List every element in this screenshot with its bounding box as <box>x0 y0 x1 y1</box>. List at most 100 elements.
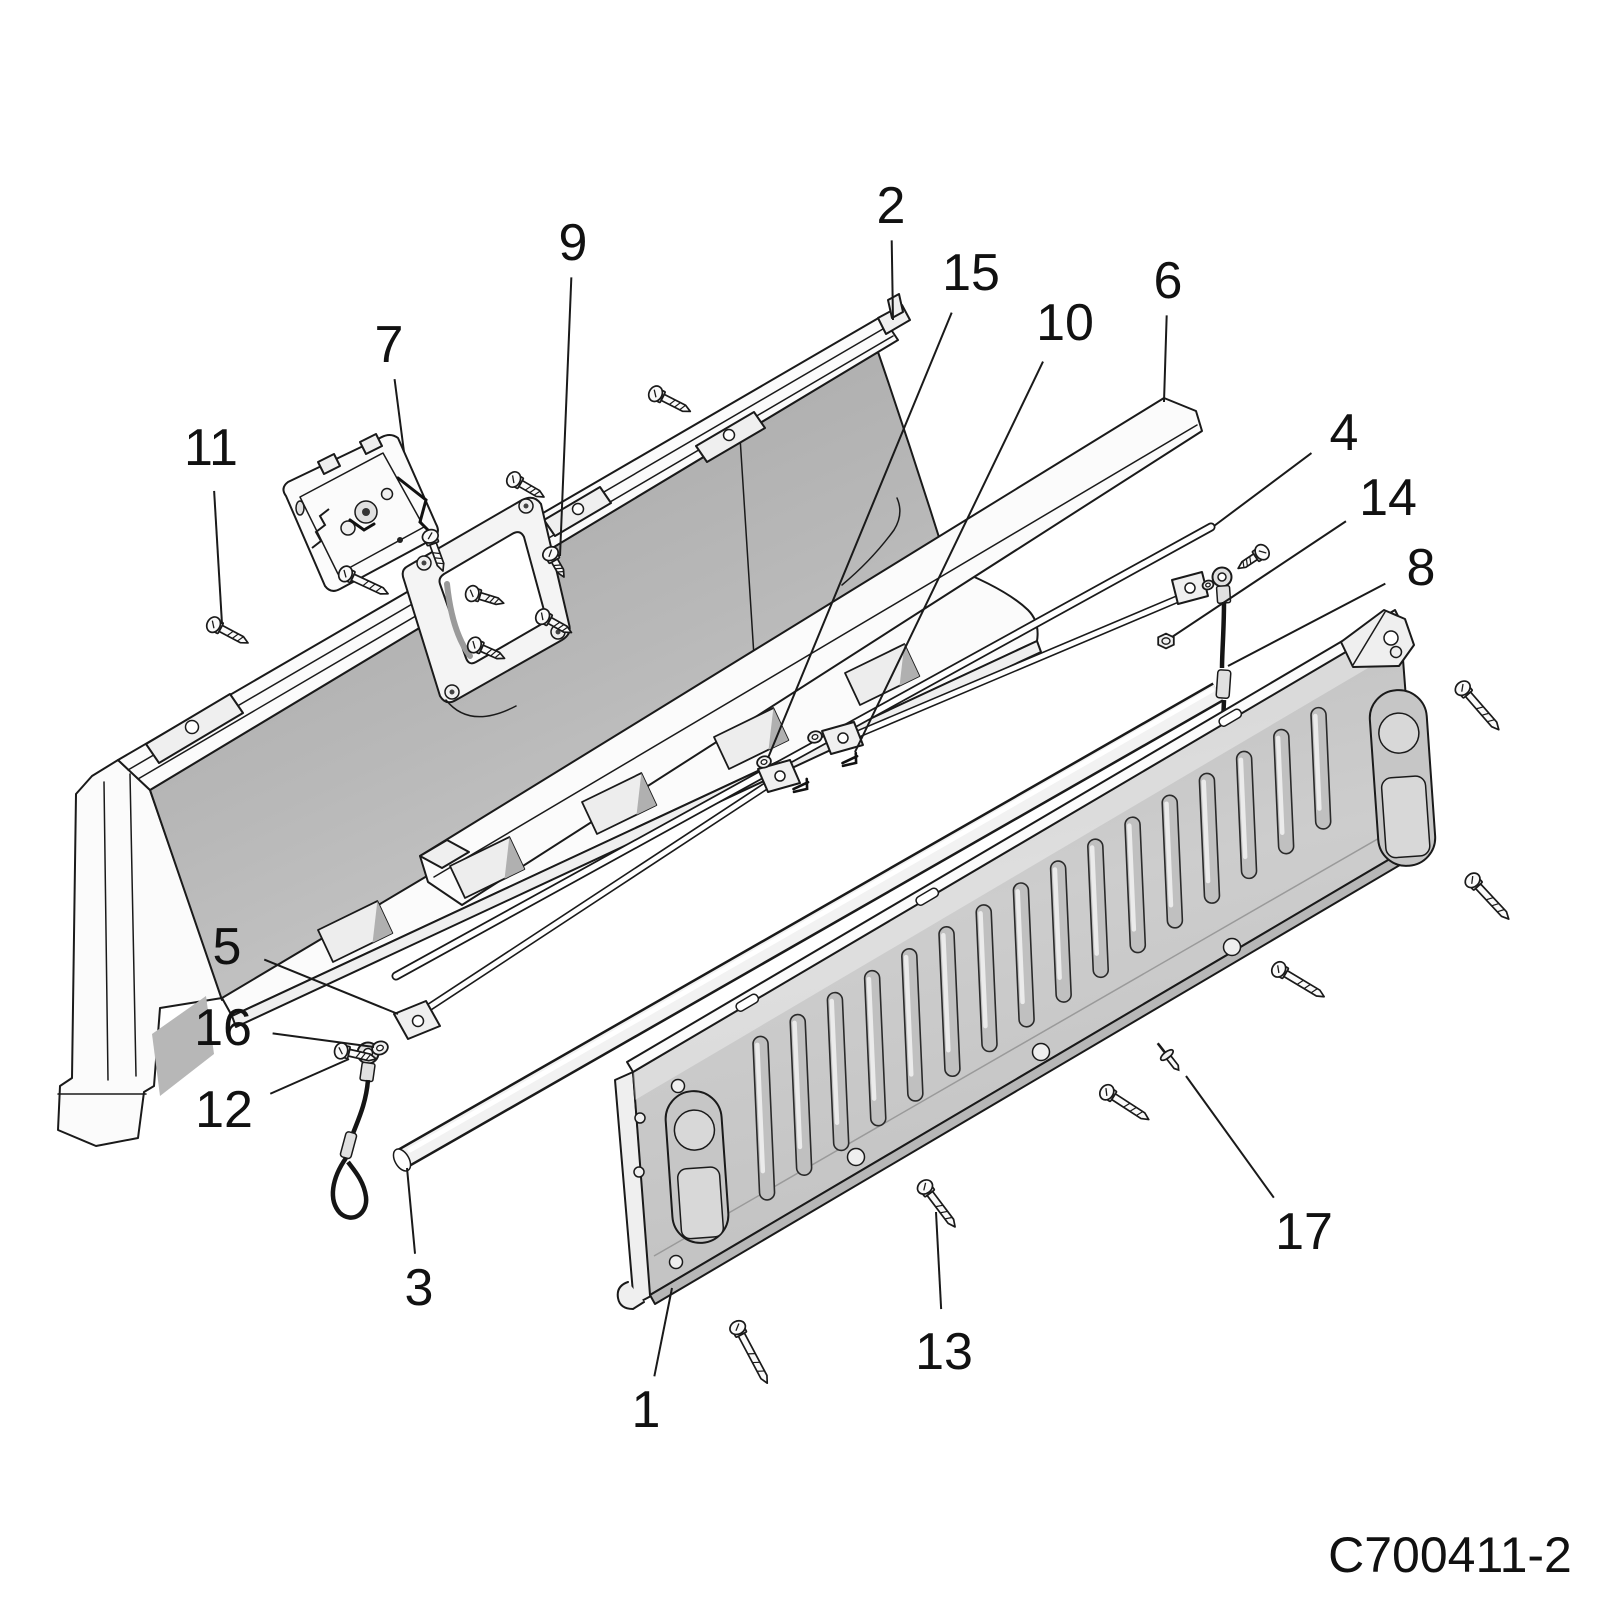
rib-8 <box>1012 882 1035 1028</box>
cable-right-barrel <box>1215 584 1232 605</box>
screw-thread <box>935 1204 943 1208</box>
screw-3 <box>541 545 565 578</box>
bezel-boss-hole-3 <box>555 629 561 635</box>
screw-16 <box>729 1319 769 1385</box>
outer-panel-ribs <box>752 706 1332 1201</box>
outer-panel-crease <box>653 817 1415 1257</box>
callout-14: 14 <box>1359 469 1417 527</box>
screw-11 <box>1454 680 1500 731</box>
callout-17: 17 <box>1275 1203 1333 1261</box>
upper-rod-body <box>393 524 1214 979</box>
screw-10 <box>1237 543 1270 570</box>
screw-thread <box>1242 561 1245 569</box>
rib-7 <box>975 904 998 1053</box>
washer-4 <box>1201 579 1215 591</box>
washer-hole <box>1205 582 1211 588</box>
screw-thread <box>362 580 369 586</box>
mount-tab-right-hole <box>722 428 736 442</box>
leader-line-10 <box>854 361 1044 753</box>
screw-head-slot <box>211 620 215 629</box>
callout-7: 7 <box>375 316 404 374</box>
screw-thread <box>1304 984 1311 989</box>
latch-tab-1 <box>317 453 341 475</box>
rib-highlight <box>1164 801 1174 908</box>
rib-highlight <box>1313 713 1322 811</box>
screw-thread <box>1481 712 1489 716</box>
screw-thread <box>436 562 444 565</box>
screw-thread <box>553 621 560 627</box>
screw-head-slot <box>548 549 553 558</box>
screw-8 <box>466 636 506 660</box>
screw-thread <box>1245 558 1248 566</box>
outer-panel-corner-bracket <box>1340 609 1415 668</box>
screw-thread <box>1487 719 1495 723</box>
screw-thread <box>757 1370 765 1372</box>
panel-corner-hook <box>616 1281 645 1310</box>
rib-9 <box>1049 860 1072 1003</box>
leader-line-12 <box>269 1058 350 1095</box>
screw-thread <box>679 404 686 411</box>
rib-highlight <box>866 976 877 1101</box>
screw-6 <box>464 584 505 606</box>
rib-highlight <box>1015 889 1025 1005</box>
shelf-pocket-wall-1 <box>372 901 393 943</box>
screw-thread <box>1136 1111 1143 1116</box>
callout-4: 4 <box>1330 404 1359 462</box>
screw-thread <box>1311 988 1318 994</box>
screw-head-slot <box>653 389 657 398</box>
latch-release-arm <box>396 476 434 536</box>
latch-lever <box>348 518 376 532</box>
rib-highlight <box>1201 779 1211 884</box>
washer-1 <box>756 755 772 769</box>
screw-head-slot <box>735 1323 740 1332</box>
rib-15 <box>1273 728 1295 855</box>
screw-thread <box>553 564 561 567</box>
screw-thread <box>555 567 563 570</box>
rod-mid-bracket-right-hole <box>837 732 849 744</box>
flange-hole-1 <box>634 1112 646 1124</box>
push-rivet <box>1156 1042 1180 1072</box>
bezel-scoop <box>445 699 517 718</box>
screw-shank <box>660 393 692 413</box>
callout-3: 3 <box>405 1259 434 1317</box>
outer-panel-top-sheen <box>633 620 1402 1100</box>
screw-thread <box>1249 556 1252 564</box>
washer-3 <box>371 1040 389 1056</box>
outer-panel-corner-hole <box>1383 630 1399 646</box>
screw-thread <box>674 402 681 408</box>
cable-left-crimp <box>339 1131 358 1160</box>
screw-head-slot <box>1461 683 1464 692</box>
callout-9: 9 <box>559 214 588 272</box>
latch-rivet-dot <box>397 537 403 543</box>
screw-thread <box>1297 979 1304 985</box>
leader-line-11 <box>213 490 223 625</box>
screw-1 <box>647 385 692 413</box>
inner-panel-endcap-shadow <box>152 996 214 1096</box>
latch-rod-right-body <box>855 595 1183 737</box>
shelf-pocket-wall-5 <box>899 644 920 686</box>
screw-thread <box>557 624 565 630</box>
rod-mid-bracket-left-hole <box>774 770 786 782</box>
taillight-recess-right <box>1368 689 1437 867</box>
screw-head-slot <box>427 532 433 540</box>
leader-line-15 <box>767 312 953 759</box>
rib-highlight <box>1238 757 1248 860</box>
shelf-pocket-wall-4 <box>768 708 789 750</box>
screw-thread <box>1123 1102 1130 1108</box>
callout-15: 15 <box>942 244 1000 302</box>
rib-highlight <box>1052 867 1062 980</box>
mount-tab-mid-hole <box>571 502 585 516</box>
screw-thread <box>365 1054 372 1061</box>
check-cable-left <box>330 1041 380 1220</box>
screw-head-slot <box>1105 1088 1108 1096</box>
leader-line-5 <box>263 958 399 1015</box>
screw-thread <box>669 399 676 405</box>
screw-14 <box>1098 1083 1150 1121</box>
screw-thread <box>534 490 541 496</box>
cable-left-barrel <box>359 1061 376 1083</box>
screw-head-slot <box>1277 965 1280 974</box>
callout-16: 16 <box>194 999 252 1057</box>
panel-hole-4 <box>1389 645 1403 659</box>
